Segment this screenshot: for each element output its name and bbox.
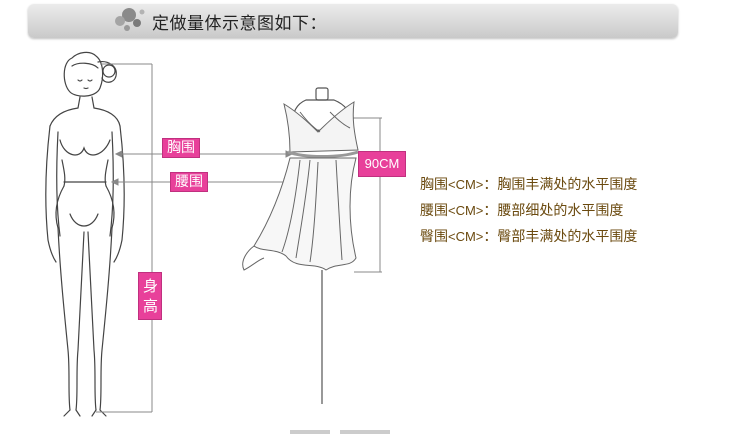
desc-text: 腰部细处的水平围度 [497,203,624,219]
height-tag-char-2: 高 [143,297,159,315]
desc-term: 臀围 [420,229,448,245]
desc-text: 胸围丰满处的水平围度 [497,177,638,193]
page-title: 定做量体示意图如下： [152,14,327,34]
height-tag-char-1: 身 [143,277,159,295]
body-figure [45,51,125,417]
height-tag: 身 高 [138,272,162,320]
bust-guide [114,150,294,158]
desc-bust: 胸围<CM>：胸围丰满处的水平围度 [420,174,637,194]
bottom-marks [290,430,390,434]
waist-tag: 腰围 [170,172,208,192]
desc-hip: 臀围<CM>：臀部丰满处的水平围度 [420,226,637,246]
height-guide [96,63,153,413]
desc-unit: <CM> [448,177,484,192]
desc-term: 胸围 [420,177,448,193]
desc-unit: <CM> [448,229,484,244]
desc-term: 腰围 [420,203,448,219]
desc-text: 臀部丰满处的水平围度 [497,229,638,245]
desc-sep: ： [483,229,498,245]
dress [242,101,359,271]
length-tag: 90CM [358,151,406,177]
desc-sep: ： [483,177,498,193]
desc-waist: 腰围<CM>：腰部细处的水平围度 [420,200,623,220]
desc-sep: ： [483,203,498,219]
bust-tag: 胸围 [162,138,200,158]
flower-icon [115,8,145,31]
desc-unit: <CM> [448,203,484,218]
